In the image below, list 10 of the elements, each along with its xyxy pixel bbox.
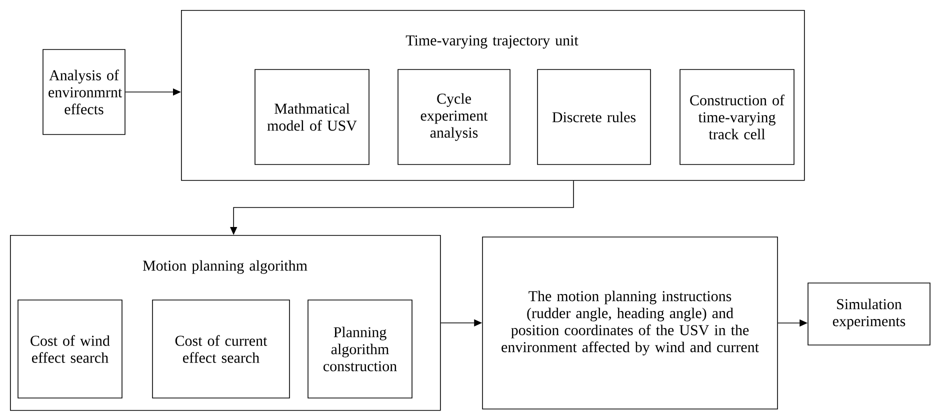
- process-box: Simulation experiments: [808, 282, 930, 346]
- process-box: Cost of wind effect search: [18, 300, 122, 398]
- process-box: Cost of current effect search: [152, 300, 290, 398]
- process-box: Planning algorithm construction: [308, 300, 412, 398]
- process-box: Analysis of environmrnt effects: [42, 49, 126, 135]
- process-box: Construction of time-varying track cell: [680, 69, 794, 165]
- process-box: Discrete rules: [537, 69, 651, 165]
- process-box: The motion planning instructions (rudder angle, heading angle) and position coordinates of the USV in the environment affected by wind and current: [482, 236, 778, 410]
- process-box: Cycle experiment analysis: [398, 69, 510, 165]
- process-box: Mathmatical model of USV: [254, 69, 370, 165]
